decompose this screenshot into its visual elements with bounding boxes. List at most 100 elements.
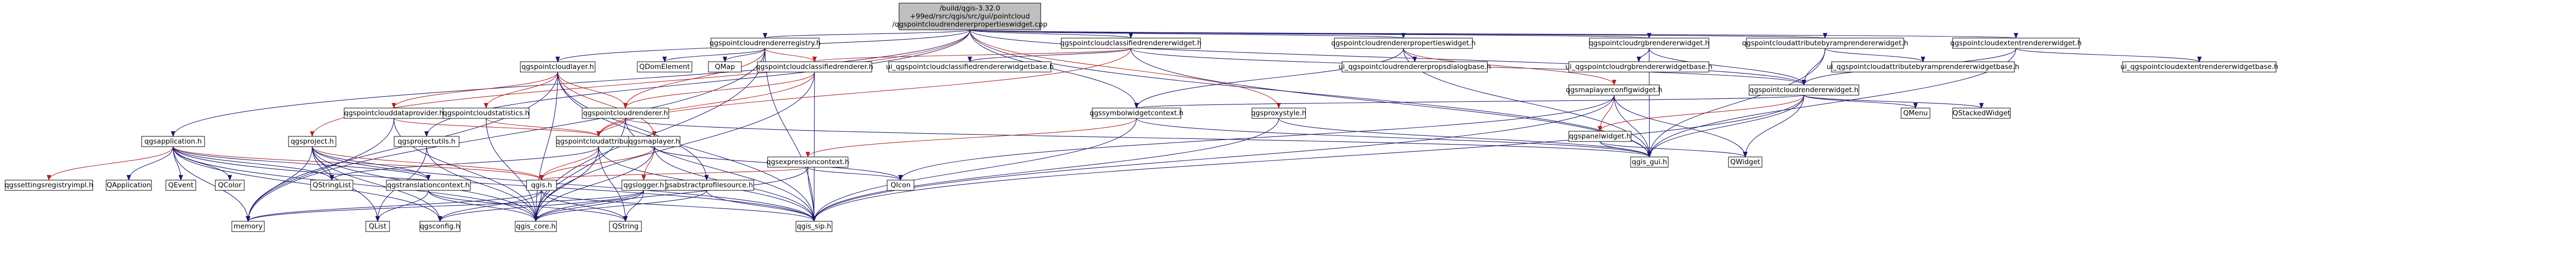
node-panel[interactable]: qgspanelwidget.h <box>1568 131 1632 142</box>
node-mlcw[interactable]: qgsmaplayerconfigwidget.h <box>1566 84 1663 96</box>
node-qstringlist: QStringList <box>310 180 353 191</box>
node-qgsconfig: qgsconfig.h <box>419 221 461 232</box>
node-label-reg: qgspointcloudrendererregistry.h <box>709 39 821 47</box>
node-label-qstringlist: QStringList <box>313 181 351 189</box>
node-label-symctx: qgssymbolwidgetcontext.h <box>1090 109 1183 117</box>
edge-transctx-to-qgscore <box>428 190 538 222</box>
node-ui_prop: ui_qgspointcloudrendererpropsdialogbase.… <box>1338 61 1491 73</box>
edge-attr-to-qstring <box>598 146 628 222</box>
node-reg[interactable]: qgspointcloudrendererregistry.h <box>709 38 821 49</box>
node-dp[interactable]: qgspointclouddataprovider.h <box>344 108 444 119</box>
edge-project-to-qgissip <box>312 146 817 222</box>
edge-logger-to-memory <box>246 190 645 222</box>
node-stats[interactable]: qgspointcloudstatistics.h <box>443 108 530 119</box>
node-label-rpw: qgspointcloudrendererpropertieswidget.h <box>1331 39 1476 47</box>
edge-exprctx-to-qicon <box>807 167 903 181</box>
node-projutils[interactable]: qgsprojectutils.h <box>394 136 460 147</box>
node-attr[interactable]: qgspointcloudattribute.h <box>556 136 642 147</box>
edge-reg-to-memory <box>246 48 766 222</box>
edge-app-to-qgissip <box>173 146 817 222</box>
edge-app-to-qgsh <box>173 146 544 181</box>
node-rpw[interactable]: qgspointcloudrendererpropertieswidget.h <box>1331 38 1476 49</box>
node-app[interactable]: qgsapplication.h <box>141 136 205 147</box>
node-ext[interactable]: qgspointcloudextentrendererwidget.h <box>1950 38 2082 49</box>
node-label-qgsh: qgis.h <box>531 181 552 189</box>
node-label-abstractprof: qgsabstractprofilesource.h <box>660 181 753 189</box>
node-qmap: QMap <box>708 61 742 73</box>
node-label-exprctx: qgsexpressioncontext.h <box>767 158 850 166</box>
node-label-ext: qgspointcloudextentrendererwidget.h <box>1950 39 2081 47</box>
edge-app-to-transctx <box>173 146 431 181</box>
edge-attr-to-qgscore <box>533 146 599 222</box>
node-label-mlcw: qgsmaplayerconfigwidget.h <box>1566 86 1662 94</box>
node-label-ui_ramp: ui_qgspointcloudattributebyramprendererw… <box>1827 63 2020 71</box>
node-logger[interactable]: qgslogger.h <box>621 180 666 191</box>
node-rw[interactable]: qgspointcloudrendererwidget.h <box>1749 84 1859 96</box>
node-root[interactable]: /build/qgis-3.32.0+99ed/rsrc/qgis/src/gu… <box>892 3 1047 30</box>
edge-qgsh-to-qgissip <box>541 190 817 222</box>
edge-reg-to-clsr <box>765 48 817 63</box>
node-label-qgsconfig: qgsconfig.h <box>420 222 460 231</box>
edge-stats-to-attr <box>485 118 601 137</box>
edge-app-to-memory <box>173 146 250 222</box>
edge-project-to-qstringlist <box>312 146 334 181</box>
node-transctx[interactable]: qgstranslationcontext.h <box>386 180 471 191</box>
node-cls[interactable]: qgspointcloudclassifiedrendererwidget.h <box>1060 38 1201 49</box>
edge-root-to-qgsgui <box>969 29 1652 158</box>
edge-reg-to-qdom <box>662 48 766 63</box>
node-label-rend: qgspointcloudrenderer.h <box>583 109 668 117</box>
edge-panel-to-qgsgui <box>1599 141 1652 158</box>
edge-qgsh-to-qgsconfig <box>437 190 542 222</box>
node-clsr[interactable]: qgspointcloudclassifiedrenderer.h <box>756 61 873 73</box>
edge-cls-to-attr <box>596 48 1131 137</box>
node-qgssettings[interactable]: qgssettingsregistryimpl.h <box>5 180 93 191</box>
edge-abstractprof-to-qgissip <box>706 190 817 222</box>
node-ui_ext: ui_qgspointcloudextentrendererwidgetbase… <box>2121 61 2278 73</box>
edge-reg-to-qgissip <box>765 48 817 222</box>
edge-root-to-project <box>310 29 971 137</box>
node-label-rgb: qgspointcloudrgbrendererwidget.h <box>1589 39 1709 47</box>
edge-layer-to-abstractprof <box>557 72 709 181</box>
edge-qgsh-to-memory <box>246 190 542 222</box>
edge-clsr-to-attr <box>596 72 815 137</box>
node-qdom: QDomElement <box>637 61 692 73</box>
edge-root-to-symctx <box>969 29 1139 109</box>
node-ramp[interactable]: qgspointcloudattributebyramprendererwidg… <box>1742 38 1908 49</box>
node-label-qgissip: qgis_sip.h <box>797 222 832 231</box>
node-qgissip: qgis_sip.h <box>795 221 833 232</box>
edge-rw-to-qmenu <box>1803 95 1918 109</box>
edge-app-to-qgscore <box>173 146 538 222</box>
edge-project-to-transctx <box>312 146 431 181</box>
node-label-qlist: QList <box>369 222 386 231</box>
node-maplayer[interactable]: qgsmaplayer.h <box>628 136 681 147</box>
node-qgsh[interactable]: qgis.h <box>526 180 557 191</box>
node-label-projutils: qgsprojectutils.h <box>398 137 455 146</box>
node-exprctx[interactable]: qgsexpressioncontext.h <box>767 156 850 168</box>
edge-maplayer-to-qgscore <box>533 146 655 222</box>
edge-abstractprof-to-qgscore <box>533 190 707 222</box>
edge-root-to-proxy <box>969 29 1281 109</box>
edge-rpw-to-symctx <box>1134 48 1404 109</box>
edge-logger-to-qgsconfig <box>437 190 645 222</box>
node-label-qwidget: QWidget <box>1730 158 1760 166</box>
edge-rw-to-symctx <box>1134 95 1805 109</box>
edge-rw-to-panel <box>1598 95 1805 132</box>
node-label-ui_rgb: ui_qgspointcloudrgbrendererwidgetbase.h <box>1565 63 1712 71</box>
node-layer[interactable]: qgspointcloudlayer.h <box>520 61 596 73</box>
edge-cls-to-clsr <box>812 48 1131 63</box>
node-project[interactable]: qgsproject.h <box>288 136 336 147</box>
node-rend[interactable]: qgspointcloudrenderer.h <box>582 108 669 119</box>
node-abstractprof[interactable]: qgsabstractprofilesource.h <box>659 180 754 191</box>
node-label-qevent: QEvent <box>168 181 193 189</box>
node-qapp: QApplication <box>106 180 152 191</box>
edge-rpw-to-ui_prop <box>1403 48 1417 63</box>
edge-symctx-to-exprctx <box>805 118 1137 158</box>
edge-root-to-ext <box>969 29 2017 39</box>
node-rgb[interactable]: qgspointcloudrgbrendererwidget.h <box>1589 38 1709 49</box>
node-proxy[interactable]: qgsproxystyle.h <box>1251 108 1307 119</box>
node-symctx[interactable]: qgssymbolwidgetcontext.h <box>1090 108 1183 119</box>
edge-dp-to-memory <box>246 118 395 222</box>
edge-dp-to-qgscore <box>393 118 538 222</box>
edge-proxy-to-qgissip <box>811 118 1279 222</box>
edge-root-to-rw <box>969 29 1806 86</box>
